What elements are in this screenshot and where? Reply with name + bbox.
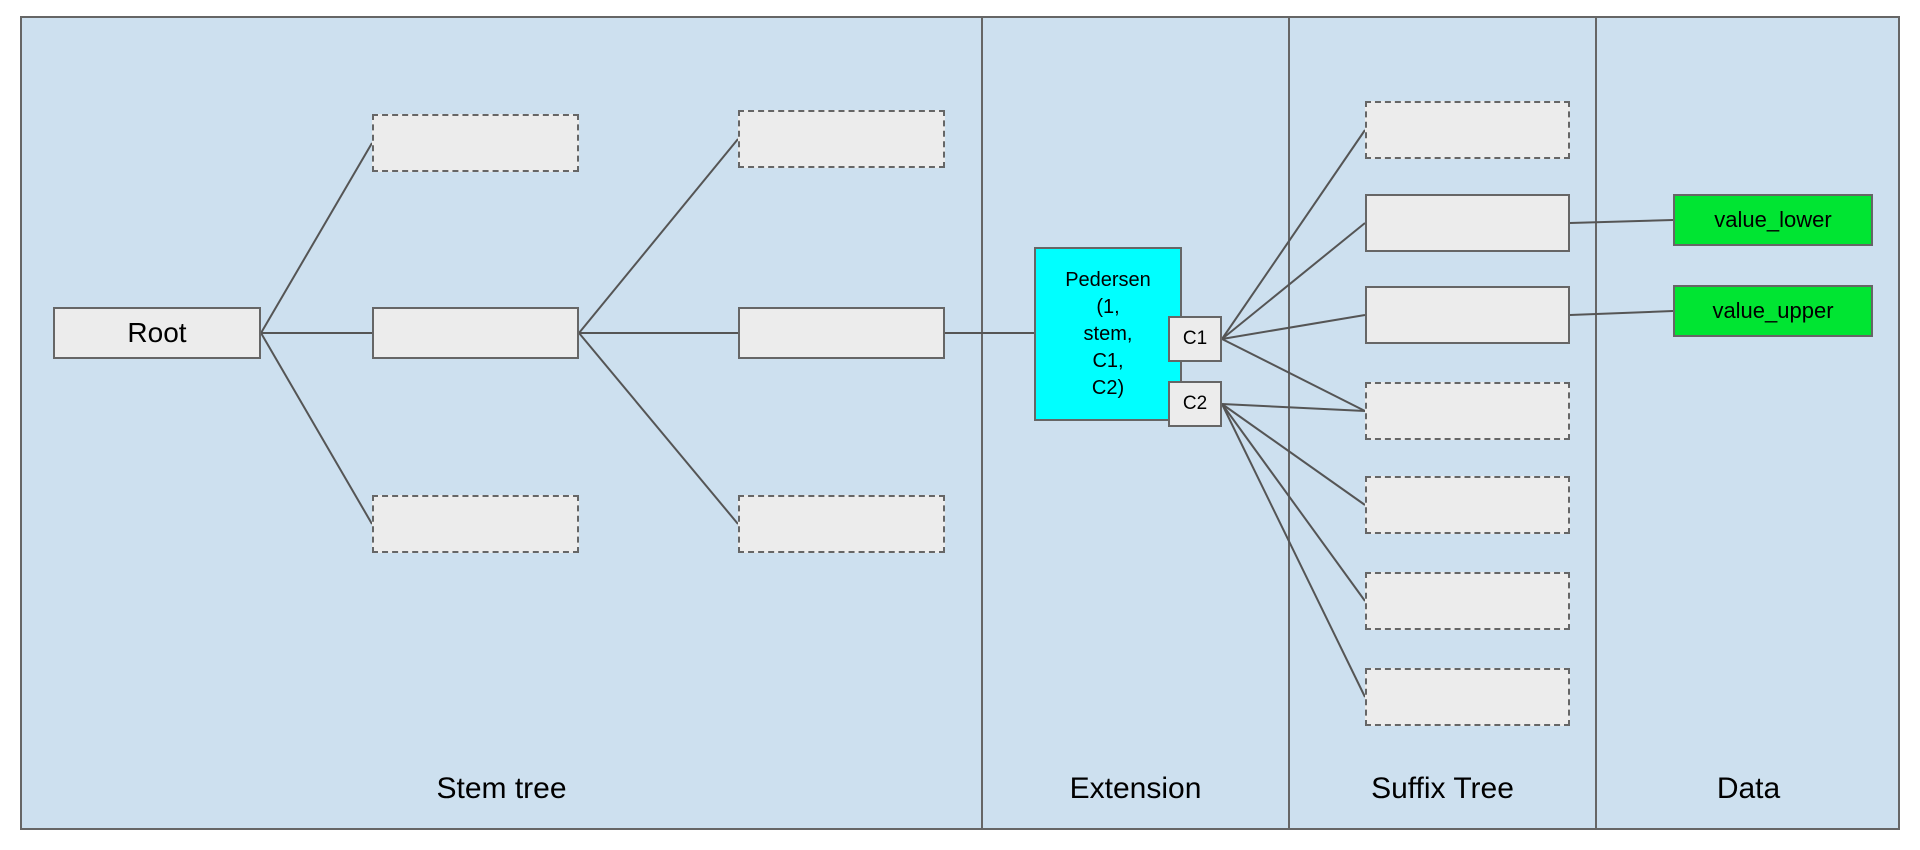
lane-label-suffix-tree: Suffix Tree: [1371, 772, 1514, 805]
node-suffix-1[interactable]: [1365, 101, 1570, 159]
lane-divider-1: [981, 18, 983, 828]
node-pedersen-commitment[interactable]: Pedersen (1, stem, C1, C2): [1034, 247, 1182, 421]
node-suffix-5[interactable]: [1365, 476, 1570, 534]
lane-label-extension: Extension: [1069, 772, 1202, 805]
node-c2[interactable]: C2: [1168, 381, 1222, 427]
node-value-lower[interactable]: value_lower: [1673, 194, 1873, 246]
lane-label-stem-tree: Stem tree: [436, 772, 567, 805]
node-suffix-7[interactable]: [1365, 668, 1570, 726]
node-stem-l2-bottom[interactable]: [738, 495, 945, 553]
lane-divider-3: [1595, 18, 1597, 828]
lane-divider-2: [1288, 18, 1290, 828]
node-stem-l2-mid[interactable]: [738, 307, 945, 359]
node-stem-l1-top[interactable]: [372, 114, 579, 172]
node-suffix-2[interactable]: [1365, 194, 1570, 252]
node-suffix-6[interactable]: [1365, 572, 1570, 630]
node-suffix-4[interactable]: [1365, 382, 1570, 440]
lane-label-data: Data: [1716, 772, 1781, 805]
node-c1[interactable]: C1: [1168, 316, 1222, 362]
node-suffix-3[interactable]: [1365, 286, 1570, 344]
node-stem-l2-top[interactable]: [738, 110, 945, 168]
node-value-upper[interactable]: value_upper: [1673, 285, 1873, 337]
node-stem-l1-mid[interactable]: [372, 307, 579, 359]
node-stem-l1-bottom[interactable]: [372, 495, 579, 553]
node-root[interactable]: Root: [53, 307, 261, 359]
diagram-frame: Stem tree Extension Suffix Tree Data: [20, 16, 1900, 830]
